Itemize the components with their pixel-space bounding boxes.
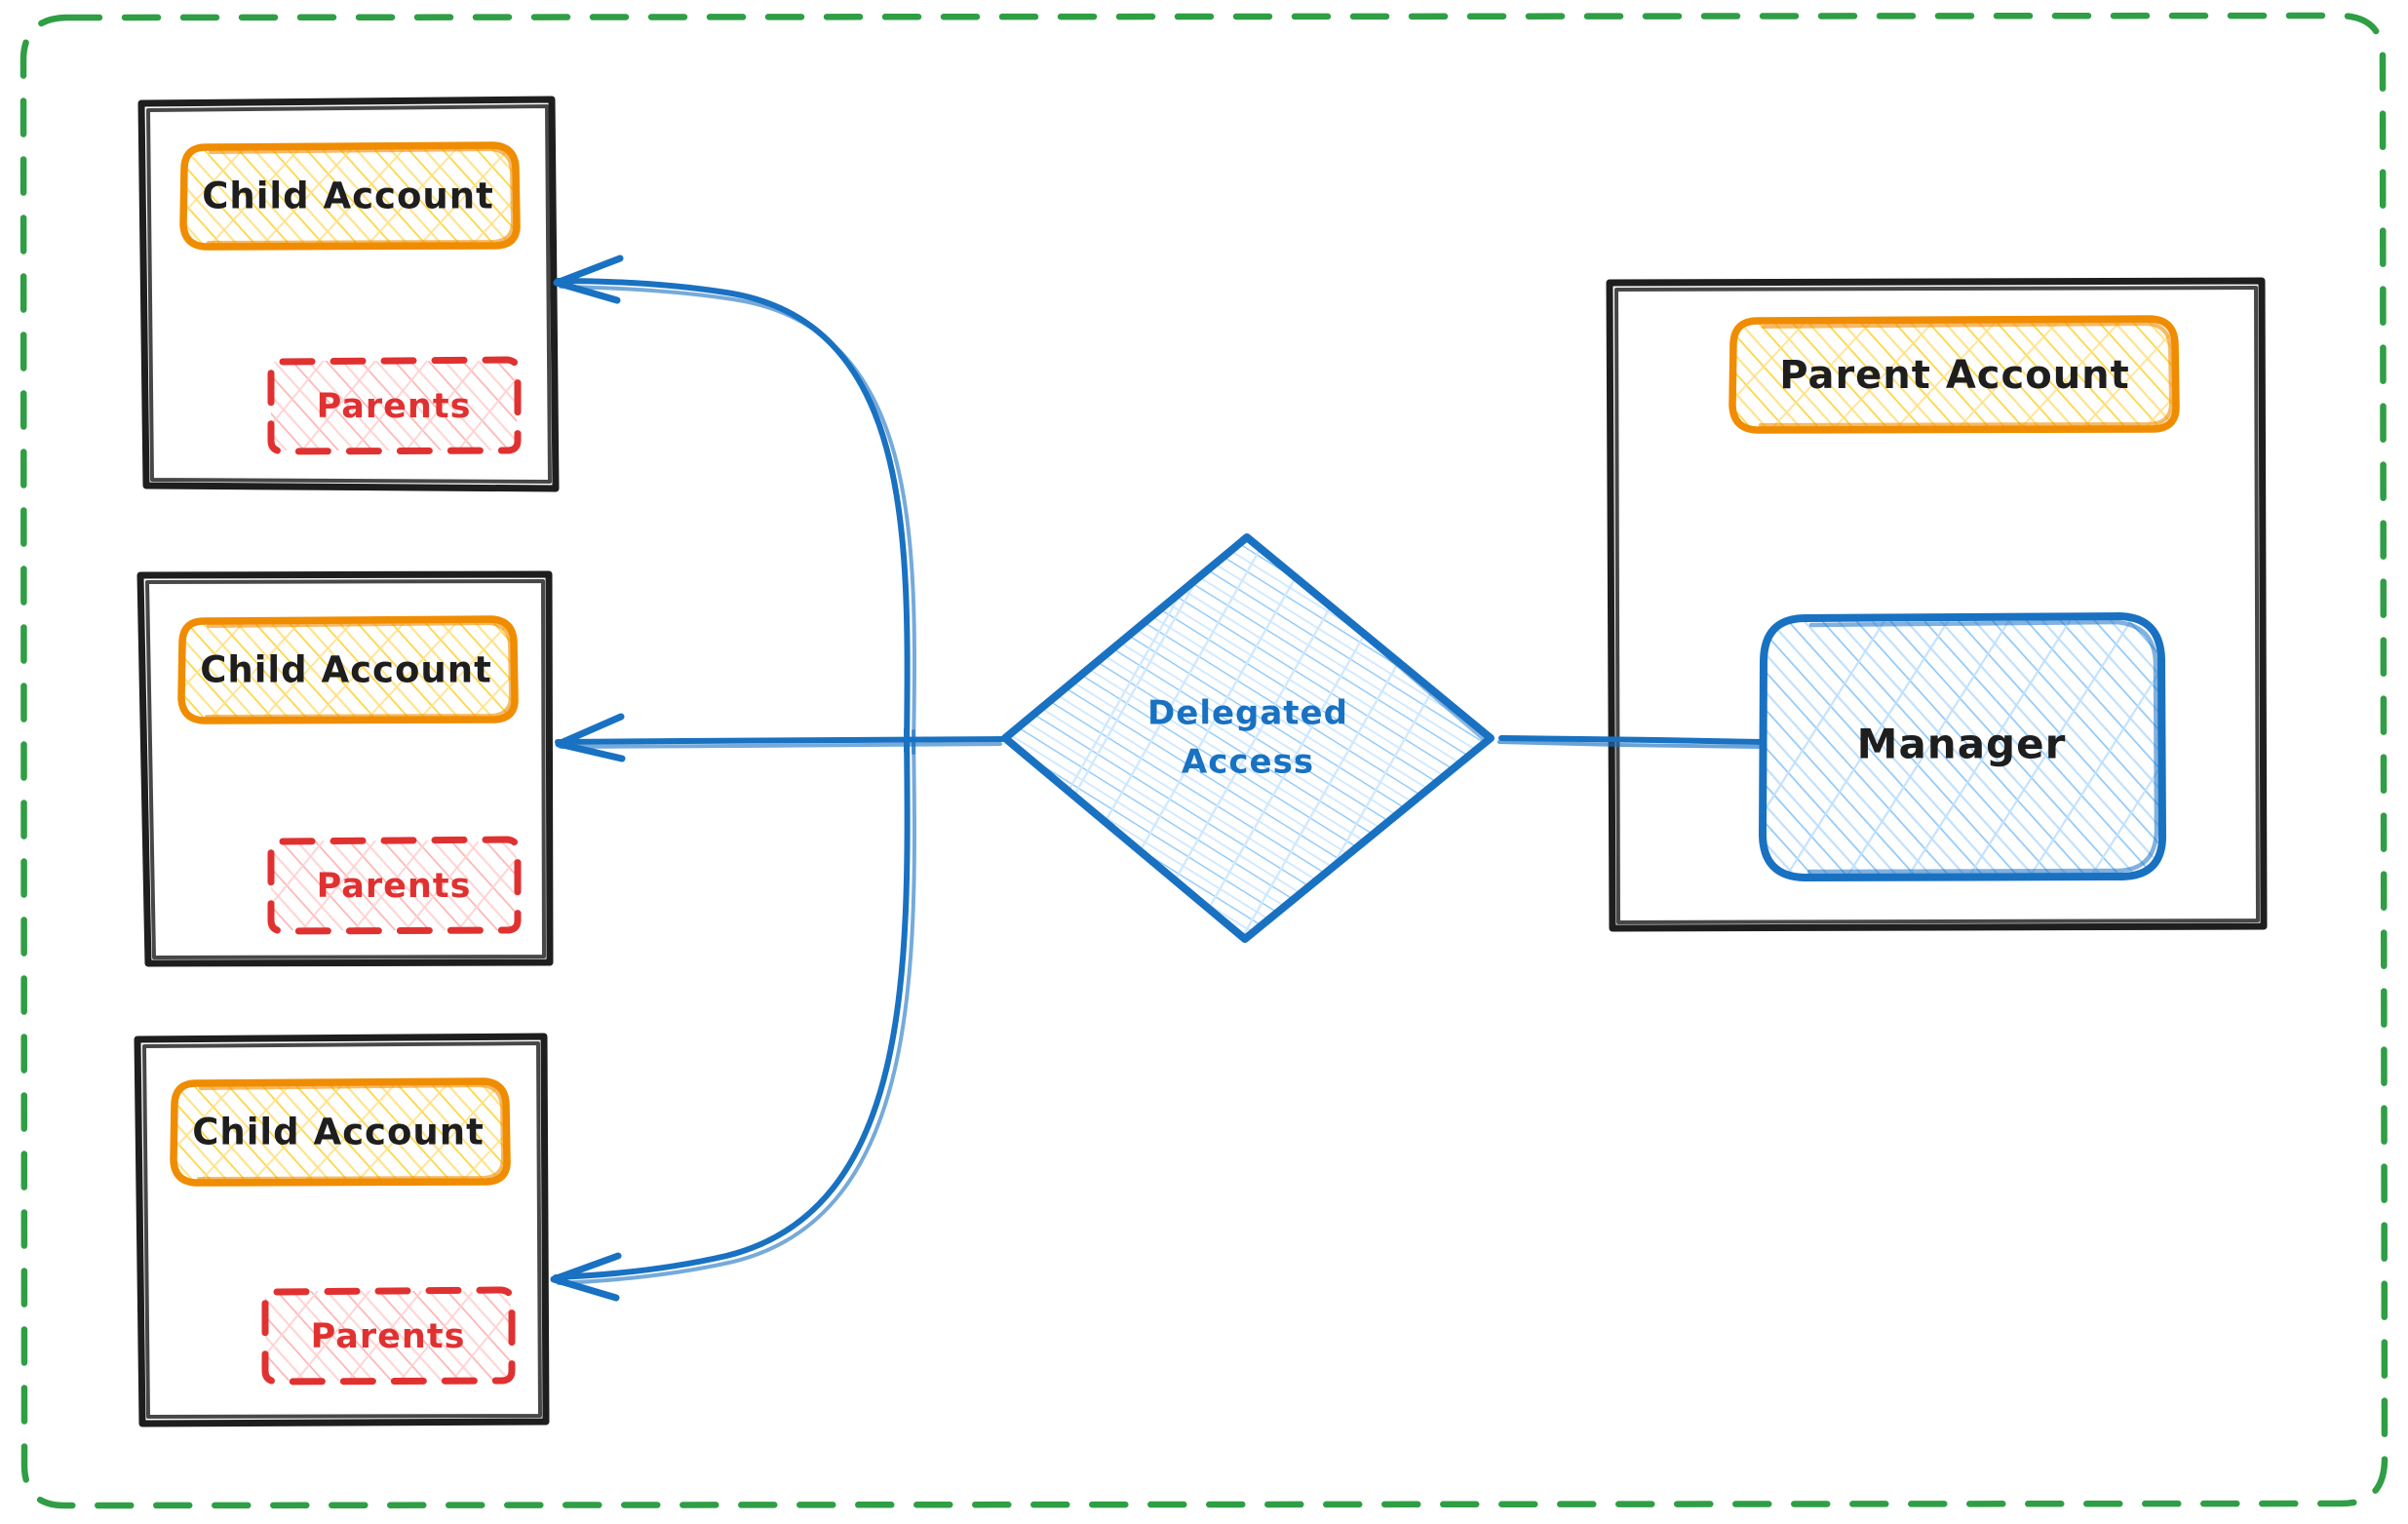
parent-group-frame	[1606, 277, 2268, 932]
arrowhead-child-2	[555, 713, 626, 762]
parent-account-box[interactable]: Parent Account	[1696, 293, 2242, 470]
child-account-box-3-outline-alt	[197, 1083, 505, 1181]
child-group-frame-3	[134, 1033, 550, 1427]
manager-label: Manager	[1857, 721, 2067, 768]
parent-account-box-outline-alt	[1759, 322, 2173, 427]
outer-boundary	[19, 12, 2389, 1509]
delegated-access-node[interactable]: Delegated Access	[975, 507, 1511, 981]
parents-box-1-outline	[267, 356, 522, 455]
child-account-label-1: Child Account	[202, 176, 494, 217]
manager-node-outline-alt	[1806, 619, 2159, 875]
child-account-box-3-fill	[174, 1082, 505, 1182]
delegated-access-fill	[1006, 538, 1490, 938]
child-group-frame-2-alt	[145, 579, 546, 959]
child-group-frame-1-alt	[146, 104, 552, 484]
parent-account-label: Parent Account	[1779, 353, 2130, 398]
link-manager-to-delegated[interactable]	[1497, 735, 1766, 749]
child-group-frame-3-alt	[142, 1041, 542, 1419]
child-account-group-2[interactable]: Child Account Parents	[136, 570, 565, 967]
child-account-box-2-outline	[177, 615, 519, 724]
parent-account-group[interactable]: Parent Account Manager	[1606, 277, 2268, 932]
parents-box-1[interactable]: Parents	[244, 351, 526, 474]
parents-box-2-outline	[267, 836, 522, 935]
delegated-access-label-line1: Delegated	[1147, 694, 1348, 733]
parents-label-2: Parents	[317, 867, 472, 906]
parents-box-2[interactable]: Parents	[244, 831, 526, 954]
delegated-access-label-line2: Access	[1182, 743, 1314, 782]
child-account-box-2-outline-alt	[205, 621, 513, 719]
child-account-group-3[interactable]: Child Account Parents	[134, 1033, 556, 1427]
manager-node-outline	[1759, 612, 2167, 881]
child-account-box-1-outline	[179, 141, 521, 251]
parents-box-1-fill	[271, 361, 517, 450]
child-account-label-2: Child Account	[200, 649, 492, 691]
child-account-box-1[interactable]: Child Account	[146, 117, 565, 281]
child-account-box-1-outline-alt	[207, 147, 515, 245]
child-group-frame-1	[137, 96, 560, 492]
parent-group-frame-alt	[1614, 286, 2260, 924]
child-account-label-3: Child Account	[192, 1112, 485, 1153]
arrow-to-child-1[interactable]	[553, 254, 916, 755]
parent-account-box-outline	[1728, 315, 2180, 434]
arrowhead-child-3	[550, 1252, 622, 1302]
child-account-box-1-fill	[183, 146, 515, 246]
arrow-to-child-2[interactable]	[555, 713, 1005, 762]
delegated-access-outline-alt	[1006, 538, 1489, 937]
parents-box-3-fill	[265, 1291, 511, 1381]
parents-label-3: Parents	[311, 1317, 466, 1356]
child-account-box-2[interactable]: Child Account	[146, 591, 565, 755]
arrow-to-child-3[interactable]	[550, 726, 916, 1302]
parents-box-3[interactable]: Parents	[238, 1281, 521, 1404]
arrowhead-child-1	[553, 254, 624, 304]
child-account-box-3[interactable]: Child Account	[136, 1053, 556, 1217]
child-account-box-3-outline	[170, 1077, 511, 1187]
child-account-box-2-fill	[181, 620, 513, 720]
manager-node-fill	[1763, 616, 2160, 878]
parents-box-3-outline	[261, 1286, 516, 1386]
child-account-group-1[interactable]: Child Account Parents	[137, 96, 565, 492]
parents-box-2-fill	[271, 840, 517, 930]
parent-account-box-fill	[1733, 320, 2174, 429]
parents-label-1: Parents	[317, 387, 472, 426]
manager-node[interactable]: Manager	[1716, 595, 2252, 915]
connectors-layer	[550, 254, 1766, 1302]
child-group-frame-2	[136, 570, 554, 967]
